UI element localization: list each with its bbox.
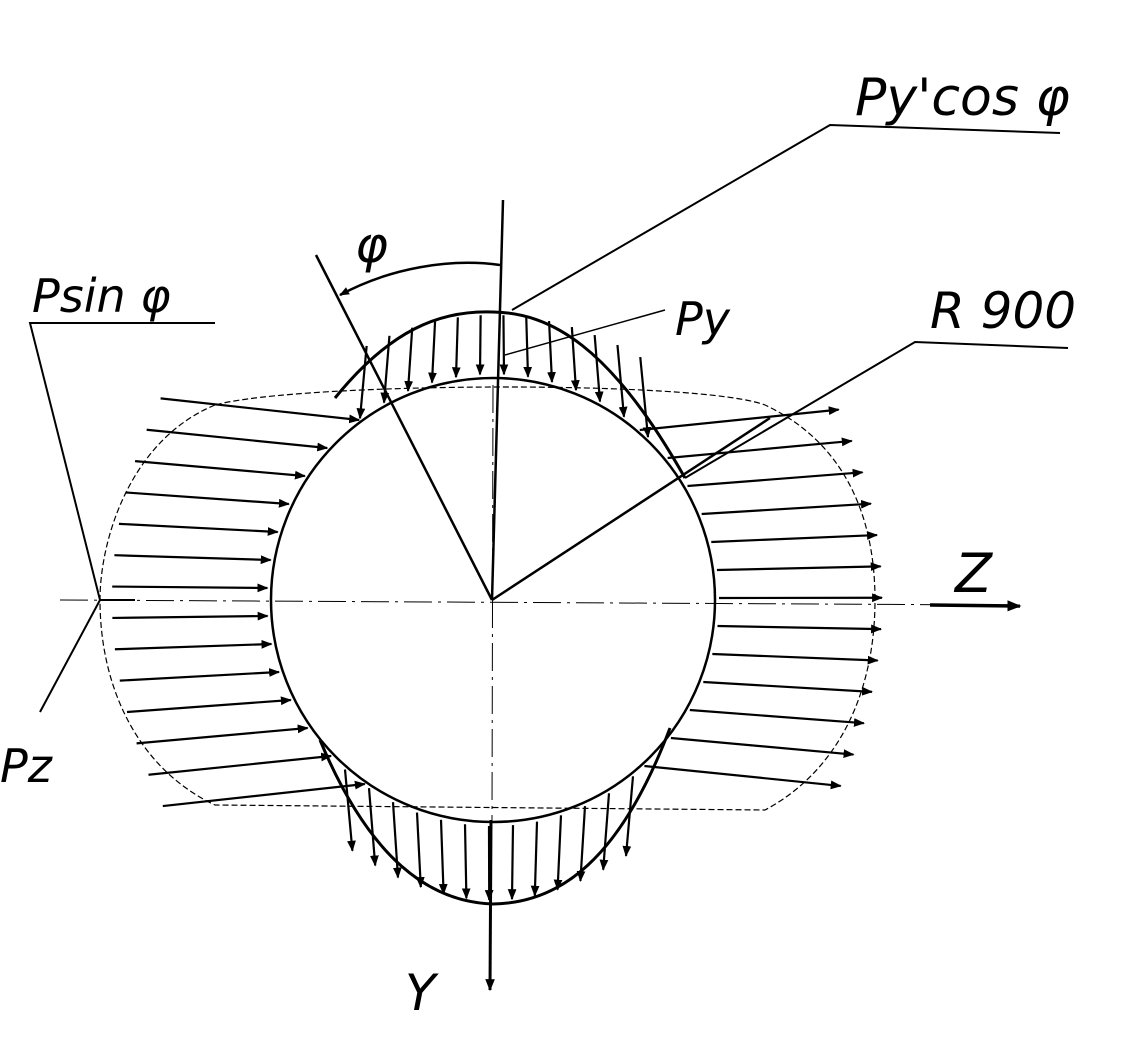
pressure-arrow-top: [523, 317, 533, 378]
leader-py-cos: [511, 123, 1061, 311]
pressure-arrow-left: [146, 428, 329, 452]
pressure-arrow-top: [356, 345, 368, 420]
pressure-arrow-left: [126, 696, 292, 714]
pressure-arrow-bottom: [438, 819, 448, 896]
pressure-arrow-left: [112, 611, 269, 621]
label-pz: Pz: [0, 739, 53, 793]
angle-arc: [339, 261, 501, 297]
pressure-arrow-bottom: [553, 815, 563, 891]
pipe-circle: [269, 376, 717, 824]
pressure-arrow-right: [644, 764, 842, 790]
pressure-arrow-bottom: [367, 788, 379, 867]
label-p-sin-phi: Psin φ: [32, 269, 171, 323]
y-axis-arrow: [485, 819, 495, 992]
vertical-load-envelope-top: [333, 310, 687, 479]
pressure-arrow-left: [114, 554, 272, 565]
leader-pz: [39, 599, 101, 713]
pressure-arrow-top: [593, 334, 604, 403]
pressure-arrow-bottom: [415, 812, 425, 889]
pressure-arrow-right: [716, 562, 882, 572]
pressure-arrow-top: [475, 315, 485, 376]
pressure-arrow-left: [119, 668, 281, 682]
inclined-radius-line: [314, 254, 494, 601]
pressure-arrow-bottom: [530, 821, 540, 897]
label-py: Py: [675, 292, 731, 346]
pressure-arrow-left: [114, 639, 273, 651]
horizontal-centerline: [59, 599, 1001, 606]
vertical-load-envelope-bottom: [318, 727, 672, 906]
pressure-arrow-right: [711, 531, 879, 544]
leader-p-sin: [28, 322, 215, 601]
pressure-arrow-right: [639, 406, 840, 432]
pressure-arrow-top: [570, 326, 580, 392]
pressure-arrow-bottom: [622, 776, 635, 857]
vertical-centerline: [491, 384, 494, 821]
pressure-arrow-right: [703, 680, 874, 696]
pressure-arrow-right: [712, 652, 879, 665]
pressure-arrow-bottom: [599, 793, 611, 871]
label-phi: φ: [355, 216, 388, 274]
pressure-arrow-right: [687, 468, 864, 488]
pressure-arrow-left: [162, 780, 366, 808]
leader-radius: [684, 340, 1069, 479]
pressure-arrow-left: [136, 724, 309, 745]
pressure-arrow-bottom: [343, 769, 356, 852]
pressure-arrow-right: [701, 499, 873, 516]
pressure-arrow-bottom: [391, 802, 402, 879]
pressure-arrow-left: [160, 397, 361, 424]
pressure-arrow-top: [547, 321, 556, 384]
pressure-arrow-left: [118, 522, 279, 536]
pressure-arrow-top: [404, 327, 414, 393]
pressure-arrow-top: [499, 315, 509, 376]
pressure-arrow-top: [639, 356, 652, 439]
pressure-arrow-bottom: [507, 825, 517, 901]
pressure-arrow-left: [112, 583, 269, 593]
pressure-arrow-bottom: [461, 824, 471, 900]
label-py-cos-phi: Py'cos φ: [855, 68, 1070, 128]
pressure-arrow-right: [689, 708, 865, 727]
pressure-arrow-top: [428, 321, 437, 384]
pressure-arrow-right: [667, 437, 853, 460]
pressure-arrow-bottom: [576, 805, 587, 883]
radius-line: [491, 416, 771, 602]
label-z-axis: Z: [953, 542, 993, 605]
pressure-arrow-left: [125, 491, 290, 508]
label-y-axis: Y: [405, 964, 439, 1022]
pressure-arrows: [112, 315, 884, 902]
label-radius: R 900: [930, 282, 1076, 340]
pressure-arrow-right: [717, 624, 883, 634]
pressure-arrow-top: [616, 344, 628, 418]
horizontal-load-envelope: [99, 386, 876, 811]
vertical-reference-line: [490, 199, 505, 601]
z-axis-arrow: [929, 600, 1022, 612]
pressure-arrow-top: [451, 317, 461, 379]
pressure-arrow-right: [670, 736, 855, 759]
leader-py: [504, 309, 666, 356]
pressure-arrow-left: [148, 752, 333, 776]
pressure-arrow-left: [134, 460, 306, 480]
